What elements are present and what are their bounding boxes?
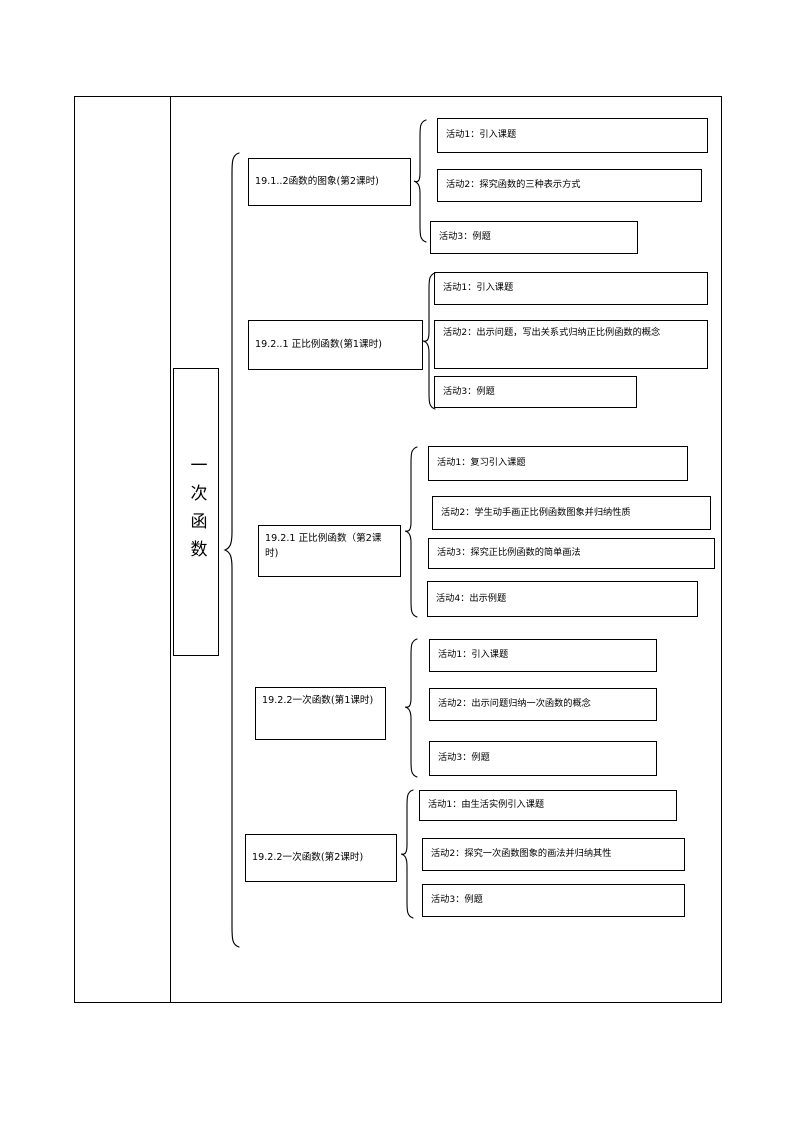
- activity-label: 活动3：探究正比例函数的简单画法: [437, 547, 581, 559]
- group-brace-icon: [404, 446, 418, 618]
- lesson-box[interactable]: 19.2.2一次函数(第1课时): [255, 687, 386, 740]
- lesson-label: 19.1..2函数的图象(第2课时): [255, 175, 379, 187]
- activity-label: 活动2：出示问题归纳一次函数的概念: [438, 698, 591, 710]
- activity-label: 活动1：复习引入课题: [437, 457, 526, 469]
- activity-box[interactable]: 活动3：例题: [430, 221, 638, 254]
- activity-label: 活动3：例题: [443, 385, 495, 397]
- activity-label: 活动4：出示例题: [436, 592, 507, 604]
- activity-label: 活动3：例题: [439, 231, 491, 243]
- group-brace-icon: [422, 272, 436, 410]
- table-column-divider: [170, 96, 171, 1003]
- lesson-box[interactable]: 19.1..2函数的图象(第2课时): [248, 158, 411, 206]
- activity-label: 活动3：例题: [438, 752, 490, 764]
- activity-box[interactable]: 活动1：引入课题: [434, 272, 708, 305]
- activity-box[interactable]: 活动2：出示问题归纳一次函数的概念: [429, 688, 657, 721]
- main-brace-icon: [223, 152, 240, 948]
- lesson-box[interactable]: 19.2.1 正比例函数（第2课时): [258, 525, 401, 577]
- activity-box[interactable]: 活动3：例题: [434, 376, 637, 408]
- activity-label: 活动2：学生动手画正比例函数图象并归纳性质: [441, 506, 631, 518]
- activity-box[interactable]: 活动3：例题: [422, 884, 685, 917]
- lesson-label: 19.2.1 正比例函数（第2课时): [265, 533, 382, 559]
- lesson-label: 19.2.2一次函数(第2课时): [252, 851, 364, 863]
- activity-label: 活动1：由生活实例引入课题: [428, 799, 545, 811]
- lesson-label: 19.2.2一次函数(第1课时): [262, 695, 374, 706]
- lesson-box[interactable]: 19.2..1 正比例函数(第1课时): [248, 320, 423, 370]
- activity-box[interactable]: 活动2：探究函数的三种表示方式: [437, 169, 702, 202]
- activity-label: 活动2：探究一次函数图象的画法并归纳其性: [431, 848, 612, 860]
- chapter-title-box: 一次函数: [173, 368, 219, 656]
- activity-label: 活动1：引入课题: [446, 129, 517, 141]
- activity-box[interactable]: 活动1：引入课题: [437, 118, 708, 153]
- lesson-box[interactable]: 19.2.2一次函数(第2课时): [245, 834, 397, 882]
- activity-box[interactable]: 活动2：探究一次函数图象的画法并归纳其性: [422, 838, 685, 871]
- activity-box[interactable]: 活动1：复习引入课题: [428, 446, 688, 481]
- group-brace-icon: [413, 119, 427, 243]
- activity-box[interactable]: 活动2：出示问题，写出关系式归纳正比例函数的概念: [434, 320, 708, 369]
- activity-label: 活动1：引入课题: [443, 282, 514, 294]
- activity-label: 活动1：引入课题: [438, 649, 509, 661]
- activity-box[interactable]: 活动3：探究正比例函数的简单画法: [428, 538, 715, 569]
- activity-label: 活动2：探究函数的三种表示方式: [446, 179, 581, 191]
- activity-label: 活动3：例题: [431, 894, 483, 906]
- activity-label: 活动2：出示问题，写出关系式归纳正比例函数的概念: [443, 327, 661, 338]
- group-brace-icon: [404, 638, 418, 778]
- activity-box[interactable]: 活动2：学生动手画正比例函数图象并归纳性质: [432, 496, 711, 530]
- activity-box[interactable]: 活动1：由生活实例引入课题: [419, 790, 677, 821]
- activity-box[interactable]: 活动3：例题: [429, 741, 657, 776]
- outline-table: [74, 96, 722, 1003]
- group-brace-icon: [400, 789, 414, 919]
- activity-box[interactable]: 活动1：引入课题: [429, 639, 657, 672]
- activity-box[interactable]: 活动4：出示例题: [427, 581, 698, 617]
- chapter-title-label: 一次函数: [186, 456, 207, 568]
- lesson-label: 19.2..1 正比例函数(第1课时): [255, 338, 382, 350]
